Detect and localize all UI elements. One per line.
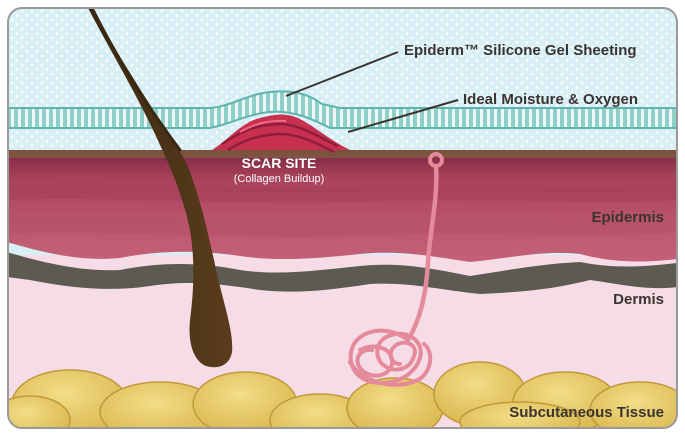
subcutaneous-label: Subcutaneous Tissue <box>509 404 664 421</box>
epidermis-label: Epidermis <box>591 209 664 226</box>
epidermis-layer <box>0 150 685 262</box>
scar-site-sublabel: (Collagen Buildup) <box>234 173 325 185</box>
moisture-label: Ideal Moisture & Oxygen <box>463 91 638 108</box>
gel-sheeting-label: Epiderm™ Silicone Gel Sheeting <box>404 42 637 59</box>
dermis-label: Dermis <box>613 291 664 308</box>
skin-surface <box>0 150 685 158</box>
scar-site-label: SCAR SITE <box>242 155 317 171</box>
